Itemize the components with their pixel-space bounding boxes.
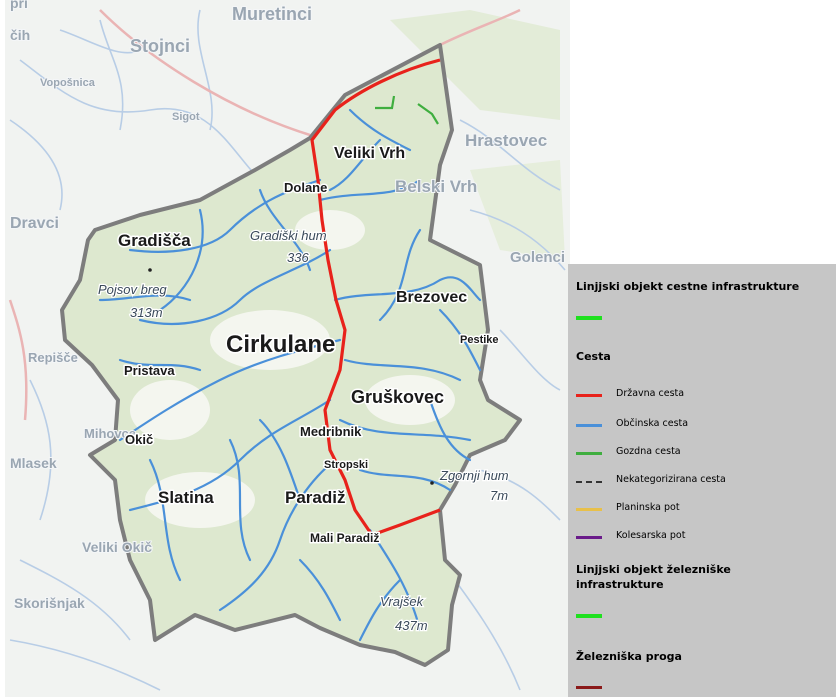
hill-elevation: 437m — [395, 618, 428, 633]
place-label-outside: Mihovce — [84, 426, 136, 441]
legend-line-state-road — [576, 394, 602, 397]
legend-heading-road-infrastructure: Linjjski objekt cestne infrastrukture — [576, 280, 800, 293]
hill-label: Vrajšek — [380, 594, 425, 609]
legend-line-forest-road — [576, 452, 602, 455]
hill-elevation: 7m — [490, 488, 508, 503]
place-label: Pristava — [124, 363, 175, 378]
place-label-outside: Dravci — [10, 215, 59, 232]
place-label-outside: pri — [10, 0, 28, 11]
legend-swatch-rail-infrastructure — [576, 614, 602, 618]
place-label: Veliki Vrh — [334, 145, 405, 162]
legend-line-hiking-path — [576, 508, 602, 511]
place-label: Okič — [125, 432, 153, 447]
place-label: Pestike — [460, 334, 499, 346]
legend-label: Kolesarska pot — [616, 530, 686, 541]
place-label-outside: Mlasek — [10, 455, 57, 471]
place-label-outside: Golenci — [510, 249, 565, 266]
place-label-outside: Repišče — [28, 350, 78, 365]
legend-label: Planinska pot — [616, 502, 680, 513]
place-label-main: Cirkulane — [226, 331, 335, 358]
hill-label: Pojsov breg — [98, 282, 167, 297]
legend-label: Nekategorizirana cesta — [616, 474, 726, 485]
place-label: Medribnik — [300, 424, 362, 439]
legend-heading-rail-infrastructure: Linjjski objekt železniške infrastruktur… — [576, 563, 731, 591]
place-label-outside: Vopošnica — [40, 77, 96, 89]
outside-land-patch — [470, 160, 565, 260]
place-label: Brezovec — [396, 289, 467, 306]
hill-label: Zgornji hum — [439, 468, 509, 483]
place-label-outside: Belski Vrh — [395, 177, 477, 196]
place-label: Mali Paradiž — [310, 531, 379, 545]
place-label-outside: Stojnci — [130, 36, 190, 56]
place-label-outside: Veliki Okič — [82, 539, 152, 555]
place-label: Dolane — [284, 180, 327, 195]
legend-label: Občinska cesta — [616, 418, 689, 429]
legend-line-uncategorized-road — [576, 481, 602, 483]
place-label: Slatina — [158, 488, 214, 507]
place-label-outside: Muretinci — [232, 4, 312, 24]
outside-land-patch — [390, 10, 560, 120]
place-label: Stropski — [324, 459, 368, 471]
outside-roads — [9, 9, 566, 691]
legend-swatch-road-infrastructure — [576, 316, 602, 320]
place-label: Gradišča — [118, 231, 191, 250]
place-label: Paradiž — [285, 488, 345, 507]
legend-swatch-railway — [576, 686, 602, 689]
hill-elevation: 336 — [287, 250, 309, 265]
map-edge — [0, 0, 5, 697]
legend-heading-road: Cesta — [576, 350, 611, 363]
place-label-outside: Skorišnjak — [14, 595, 85, 611]
place-label-outside: Hrastovec — [465, 131, 547, 150]
legend-heading-railway: Železniška proga — [576, 650, 682, 663]
place-label: Gruškovec — [351, 387, 444, 407]
legend-label: Gozdna cesta — [616, 446, 681, 457]
legend-label: Državna cesta — [616, 388, 685, 399]
peak-marker — [148, 268, 152, 272]
place-label-outside: Sigot — [172, 111, 200, 123]
forest-roads — [375, 95, 439, 125]
settlement-areas — [130, 210, 455, 528]
state-road[interactable] — [310, 58, 441, 537]
legend-line-cycling-path — [576, 536, 602, 539]
outside-state-roads — [8, 8, 521, 421]
hill-elevation: 313m — [130, 305, 163, 320]
peak-marker — [430, 481, 434, 485]
map-legend: Linjjski objekt cestne infrastrukture Ce… — [568, 264, 836, 697]
hill-label: Gradiški hum — [250, 228, 327, 243]
legend-line-municipal-road — [576, 424, 602, 427]
place-label-outside: čih — [10, 27, 30, 43]
municipal-roads — [98, 108, 482, 642]
